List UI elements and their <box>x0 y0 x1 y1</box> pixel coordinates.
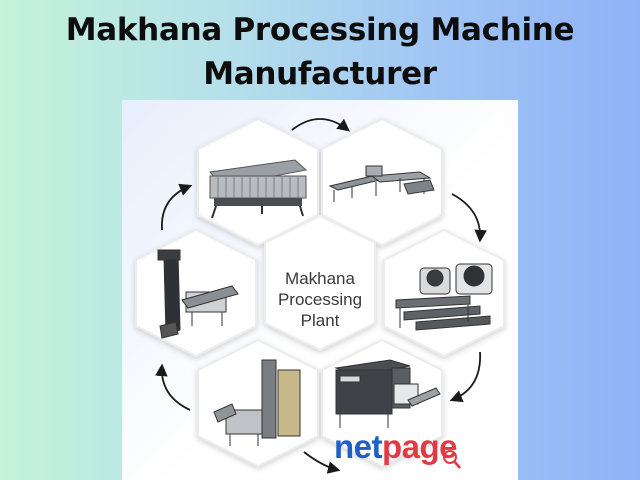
conveyor-line-image <box>328 165 435 202</box>
arrow-top <box>291 118 350 132</box>
roasting-machine-image <box>209 159 308 219</box>
arrow-top-left <box>161 183 193 231</box>
elevator-feeder-image <box>157 249 239 339</box>
grading-machine-image <box>334 359 441 428</box>
title-line-1: Makhana Processing Machine <box>65 12 575 48</box>
popping-machine-image <box>395 263 493 331</box>
logo-net-text: net <box>334 428 383 465</box>
elevator-sorter-image <box>213 359 301 446</box>
title-line-2: Manufacturer <box>203 56 437 92</box>
netpage-logo: netpage <box>334 428 458 468</box>
logo-page-text: page <box>382 428 458 465</box>
center-label-line-3: Plant <box>300 311 340 330</box>
arrow-top-right <box>451 193 487 243</box>
arrow-bottom-right <box>449 351 481 403</box>
arrow-bottom <box>303 451 341 474</box>
cycle-arrows <box>155 118 487 474</box>
center-label-line-2: Processing <box>277 290 363 309</box>
page-title: Makhana Processing Machine Manufacturer <box>0 8 640 96</box>
center-label: Makhana Processing Plant <box>258 268 382 331</box>
hexagon-center <box>264 214 376 352</box>
arrow-bottom-left <box>155 363 191 411</box>
center-label-line-1: Makhana <box>285 269 355 288</box>
